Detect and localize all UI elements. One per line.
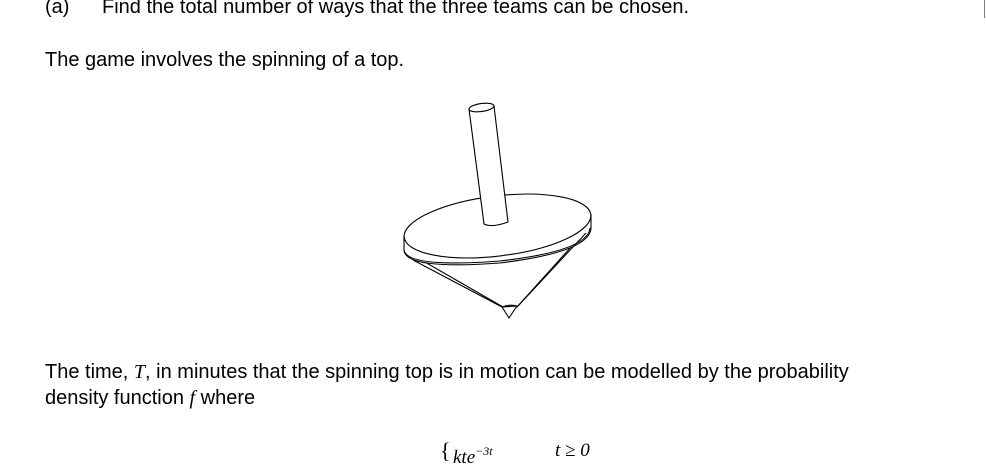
spinning-top-figure [403,102,592,319]
description-line-2-pre: density function [45,387,190,409]
expression-exponent: −3t [475,444,493,458]
piecewise-condition: t ≥ 0 [555,440,590,461]
description-line-1: The time, T, in minutes that the spinnin… [45,360,849,384]
description-line-1-pre: The time, [45,361,134,383]
part-question-text: Find the total number of ways that the t… [102,0,690,18]
variable-f: f [189,387,196,409]
piecewise-brace: { [440,438,451,463]
intro-text: The game involves the spinning of a top. [45,49,405,71]
description-line-2: density function f where [45,386,255,410]
part-label: (a) [45,0,70,18]
description-line-2-post: where [195,387,256,409]
expression-base: kte [453,447,476,468]
piecewise-expression: kte−3t [453,440,493,469]
page-margin-rule [984,0,985,18]
variable-T: T [133,361,146,383]
description-line-1-post: , in minutes that the spinning top is in… [145,361,849,383]
